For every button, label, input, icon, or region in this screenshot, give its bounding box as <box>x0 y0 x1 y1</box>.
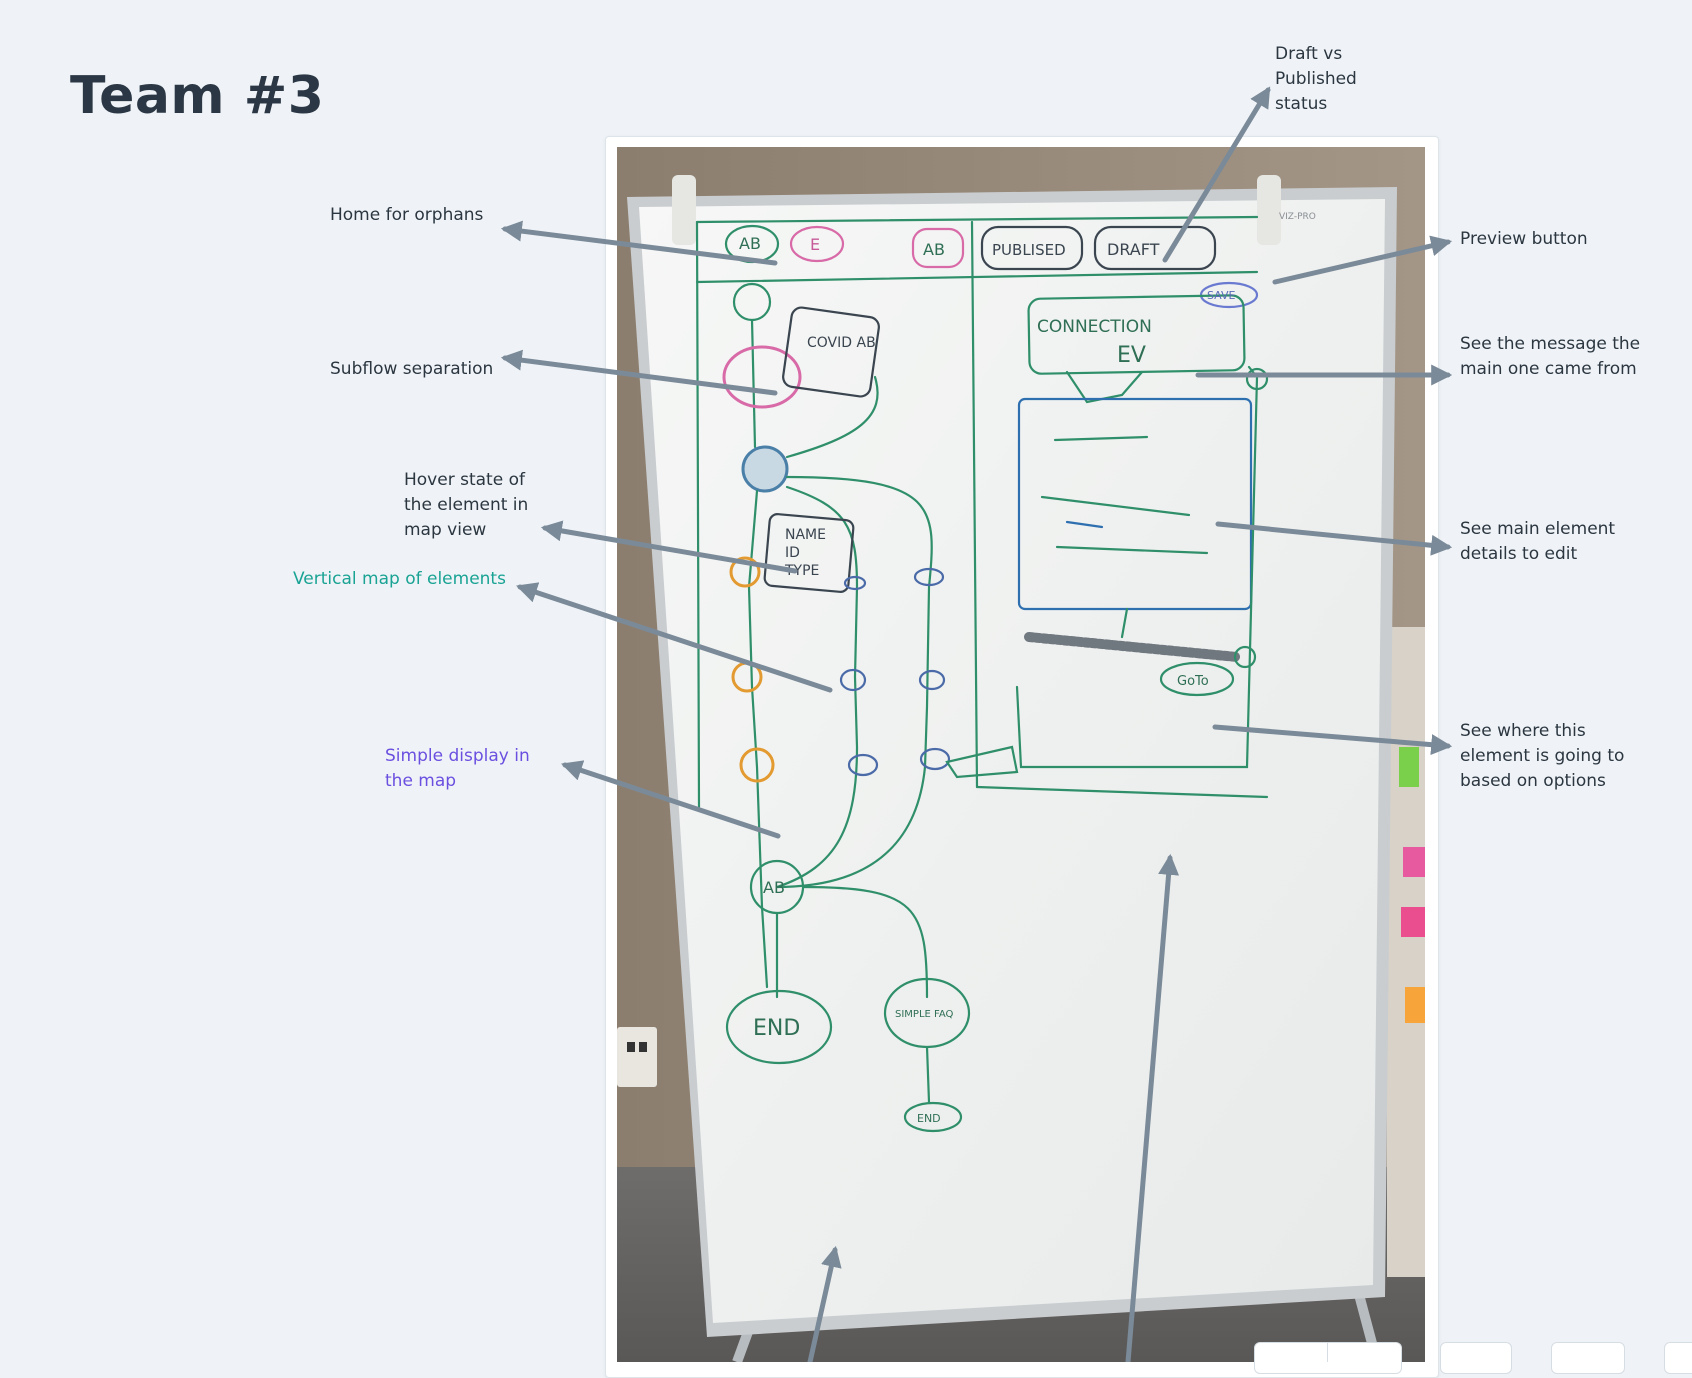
toolbar-button-left[interactable] <box>1254 1342 1402 1374</box>
whiteboard-photo: VIZ-PRO <box>617 147 1425 1362</box>
sketch-goto: GoTo <box>1177 674 1209 689</box>
sketch-e-tab: E <box>810 235 820 254</box>
sketch-draft: DRAFT <box>1107 240 1160 259</box>
annotation-vertical-map: Vertical map of elements <box>293 569 506 589</box>
sketch-name: NAME <box>785 527 826 543</box>
annotation-subflow-separation: Subflow separation <box>330 359 494 379</box>
settings-button[interactable] <box>1440 1342 1512 1374</box>
sketch-ab-button: AB <box>923 240 945 259</box>
page-title: Team #3 <box>70 66 325 126</box>
annotation-simple-display: Simple display in the map <box>385 746 530 791</box>
sketch-id: ID <box>785 545 800 561</box>
sketch-published: PUBLISED <box>992 241 1066 259</box>
sketch-covid-ab: COVID AB <box>807 335 876 351</box>
annotation-home-orphans: Home for orphans <box>330 205 484 225</box>
sketch-simple-faq: SIMPLE FAQ <box>895 1009 954 1020</box>
annotation-message-came-from: See the message the main one came from <box>1460 334 1641 379</box>
toolbar-divider <box>1327 1342 1328 1362</box>
sketch-save: SAVE <box>1207 289 1236 302</box>
sketch-ev: EV <box>1117 343 1146 368</box>
sketch-ab-tab: AB <box>739 234 761 253</box>
toolbar-button-right[interactable] <box>1551 1342 1625 1374</box>
annotation-preview-button: Preview button <box>1460 229 1588 249</box>
brand-mark: VIZ-PRO <box>1279 212 1316 222</box>
sketch-end-small: END <box>917 1112 941 1125</box>
sketch-ab-node: AB <box>763 878 785 897</box>
sketch-connection: CONNECTION <box>1037 317 1152 337</box>
annotation-going-to: See where this element is going to based… <box>1460 721 1625 791</box>
annotation-draft-status: Draft vs Published status <box>1275 44 1357 114</box>
annotation-hover-state: Hover state of the element in map view <box>404 470 529 540</box>
sketch-type: TYPE <box>784 563 819 579</box>
toolbar-button-edge[interactable] <box>1664 1342 1692 1374</box>
sketch-end: END <box>753 1016 800 1041</box>
annotation-main-element-details: See main element details to edit <box>1460 519 1616 564</box>
